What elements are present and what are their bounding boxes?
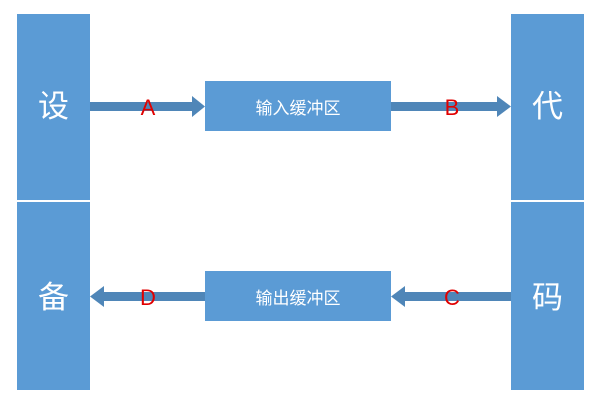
arrow-d-label: D bbox=[140, 285, 156, 310]
device-char-bottom: 备 bbox=[38, 280, 69, 316]
code-char-top: 代 bbox=[532, 89, 563, 125]
arrow-c: C bbox=[391, 285, 511, 310]
input-buffer-box: 输入缓冲区 bbox=[205, 81, 391, 131]
arrow-d-shaft bbox=[103, 292, 205, 301]
arrow-a: A bbox=[90, 95, 205, 120]
arrow-c-label: C bbox=[444, 285, 460, 310]
code-block-bottom: 码 bbox=[511, 202, 584, 390]
output-buffer-label: 输出缓冲区 bbox=[255, 288, 341, 309]
arrow-b-shaft bbox=[391, 102, 499, 111]
arrow-a-head bbox=[192, 96, 205, 117]
code-block-top: 代 bbox=[511, 14, 584, 200]
arrow-a-shaft bbox=[90, 102, 194, 111]
arrow-d: D bbox=[90, 285, 205, 310]
input-buffer-label: 输入缓冲区 bbox=[255, 98, 341, 119]
arrow-b-head bbox=[497, 96, 511, 117]
arrow-a-label: A bbox=[141, 95, 156, 120]
arrow-c-shaft bbox=[404, 292, 511, 301]
device-block-bottom: 备 bbox=[17, 202, 90, 390]
code-char-bottom: 码 bbox=[532, 280, 563, 316]
arrow-d-head bbox=[90, 286, 104, 307]
device-char-top: 设 bbox=[38, 89, 69, 125]
arrow-c-head bbox=[391, 286, 405, 307]
arrow-b-label: B bbox=[445, 95, 460, 120]
output-buffer-box: 输出缓冲区 bbox=[205, 271, 391, 321]
device-block-top: 设 bbox=[17, 14, 90, 200]
arrow-b: B bbox=[391, 95, 511, 120]
